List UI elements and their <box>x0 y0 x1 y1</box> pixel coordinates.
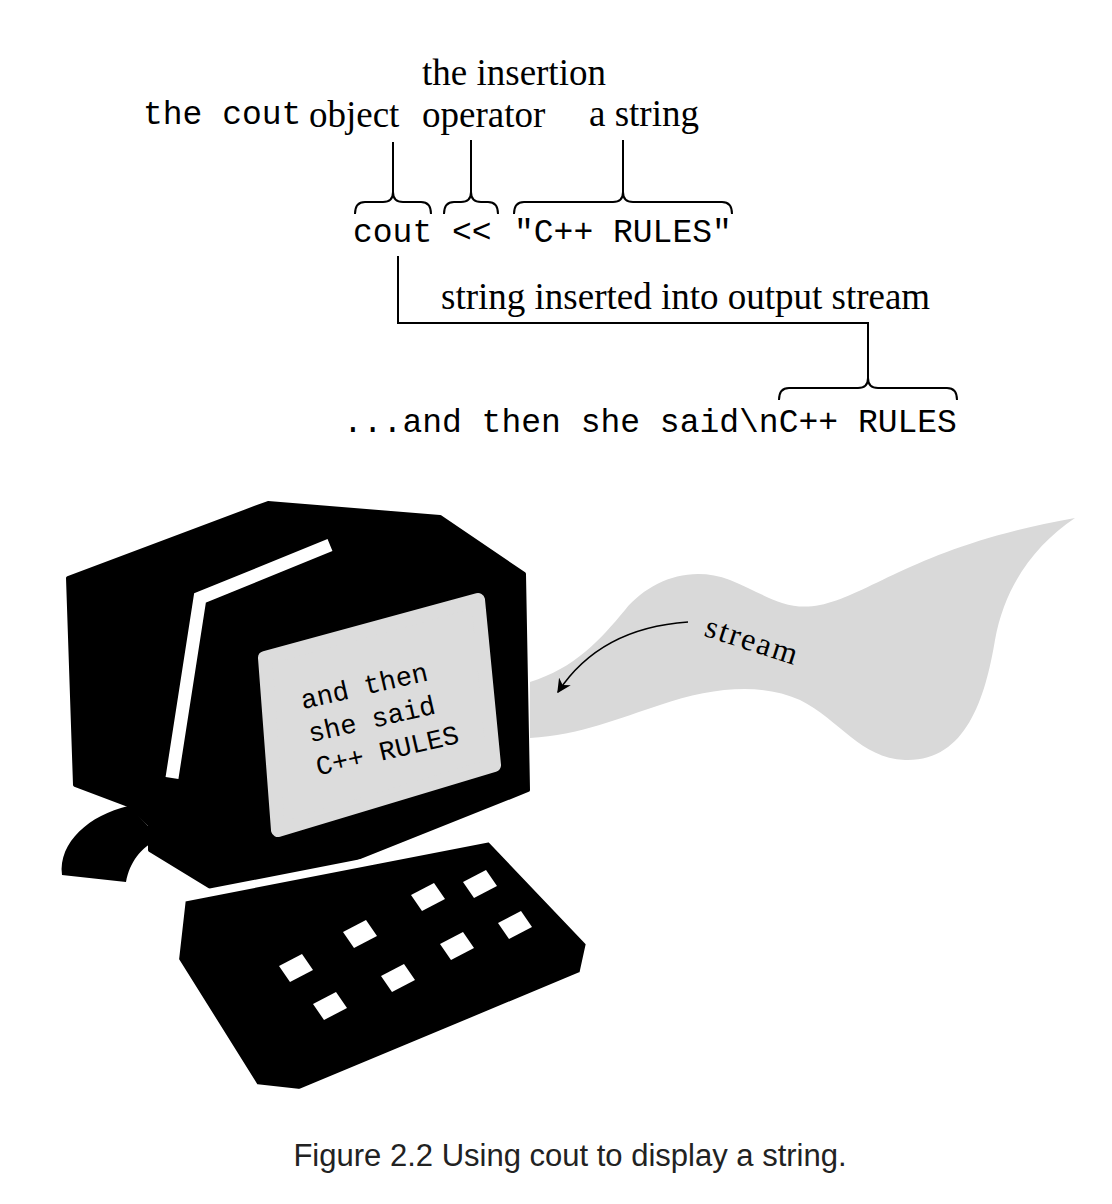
stream-band-shape <box>530 518 1075 760</box>
code-token: cout <box>353 214 432 254</box>
key <box>463 870 497 898</box>
key <box>411 883 445 911</box>
code-token: << <box>452 214 492 254</box>
keyboard <box>175 838 590 1093</box>
screen-display-shape <box>265 600 494 830</box>
brace <box>779 378 957 400</box>
computer-picture <box>62 503 590 1093</box>
key <box>343 920 377 948</box>
figure-caption: Figure 2.2 Using cout to display a strin… <box>28 1136 1112 1176</box>
output-text: ...and then she said\nC++ RULES <box>343 404 957 444</box>
caption-holder: Figure 2.2 Using cout to display a strin… <box>28 1136 1112 1176</box>
callout-label: object <box>309 95 399 135</box>
leader-line <box>622 140 624 192</box>
code-token: "C++ RULES" <box>514 214 732 254</box>
leader-line <box>398 256 868 378</box>
callout-label: the cout <box>143 96 301 136</box>
keyboard-keys <box>279 870 532 1020</box>
label-holder: a string <box>589 94 699 134</box>
key <box>381 964 415 992</box>
stream-band: stream <box>528 512 1078 768</box>
brace <box>444 192 498 214</box>
leaders-and-braces <box>355 140 957 400</box>
callout-label: string inserted into output stream <box>441 277 930 317</box>
label-holder: cout <box>353 214 432 254</box>
key <box>498 911 532 939</box>
label-holder: << <box>452 214 492 254</box>
label-holder: the cout <box>143 96 301 136</box>
screen-display: and then she said C++ RULES <box>255 590 505 840</box>
leader-line <box>392 142 394 192</box>
leader-line <box>470 140 472 192</box>
key <box>440 932 474 960</box>
brace <box>355 192 431 214</box>
key <box>279 954 313 982</box>
stream-arrow <box>558 622 688 692</box>
label-holder: "C++ RULES" <box>514 214 732 254</box>
brace <box>514 192 732 214</box>
label-holder: ...and then she said\nC++ RULES <box>343 404 957 444</box>
label-holder: string inserted into output stream <box>441 277 930 317</box>
callout-label: a string <box>589 94 699 134</box>
label-holder: object <box>309 95 399 135</box>
key <box>313 992 347 1020</box>
